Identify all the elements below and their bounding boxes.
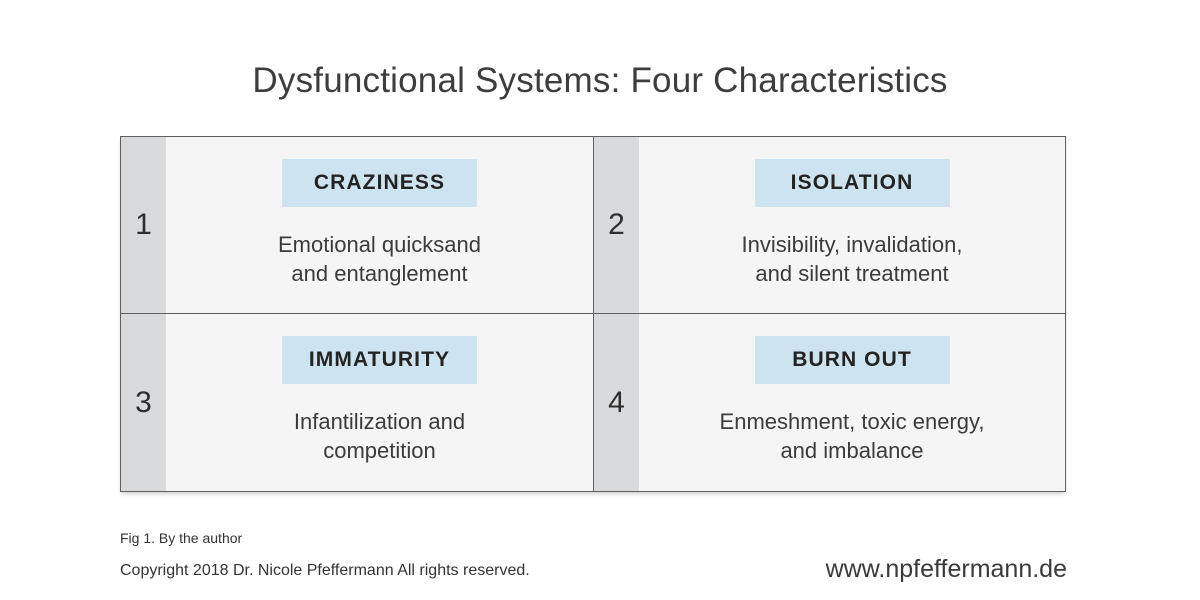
quadrant-number-4: 4 (594, 314, 639, 491)
quadrant-label-badge-2: ISOLATION (754, 159, 950, 207)
quadrant-content-3: IMMATURITY Infantilization and competiti… (166, 314, 593, 491)
quadrant-content-2: ISOLATION Invisibility, invalidation, an… (639, 137, 1065, 313)
quadrant-label-badge-4: BURN OUT (754, 336, 950, 384)
quadrant-description-4: Enmeshment, toxic energy, and imbalance (719, 409, 985, 463)
copyright-notice: Copyright 2018 Dr. Nicole Pfeffermann Al… (120, 562, 530, 579)
quadrant-number-1: 1 (121, 137, 166, 313)
quadrant-3: 3 IMMATURITY Infantilization and competi… (121, 314, 593, 491)
quadrant-1: 1 CRAZINESS Emotional quicksand and enta… (121, 137, 593, 313)
quadrant-description-1: Emotional quicksand and entanglement (277, 232, 481, 286)
quadrant-content-1: CRAZINESS Emotional quicksand and entang… (166, 137, 593, 313)
quadrant-label-badge-1: CRAZINESS (282, 159, 477, 207)
quadrant-content-4: BURN OUT Enmeshment, toxic energy, and i… (639, 314, 1065, 491)
characteristics-matrix: 1 CRAZINESS Emotional quicksand and enta… (120, 136, 1066, 492)
website-url: www.npfeffermann.de (825, 555, 1067, 583)
figure-caption: Fig 1. By the author (120, 530, 243, 546)
matrix-row: 1 CRAZINESS Emotional quicksand and enta… (121, 137, 1065, 314)
quadrant-number-2: 2 (594, 137, 639, 313)
matrix-row: 3 IMMATURITY Infantilization and competi… (121, 314, 1065, 491)
quadrant-number-3: 3 (121, 314, 166, 491)
page-title: Dysfunctional Systems: Four Characterist… (252, 61, 948, 101)
quadrant-2: 2 ISOLATION Invisibility, invalidation, … (593, 137, 1065, 313)
quadrant-label-badge-3: IMMATURITY (282, 336, 477, 384)
quadrant-description-3: Infantilization and competition (293, 409, 466, 463)
quadrant-4: 4 BURN OUT Enmeshment, toxic energy, and… (593, 314, 1065, 491)
quadrant-description-2: Invisibility, invalidation, and silent t… (741, 232, 963, 286)
